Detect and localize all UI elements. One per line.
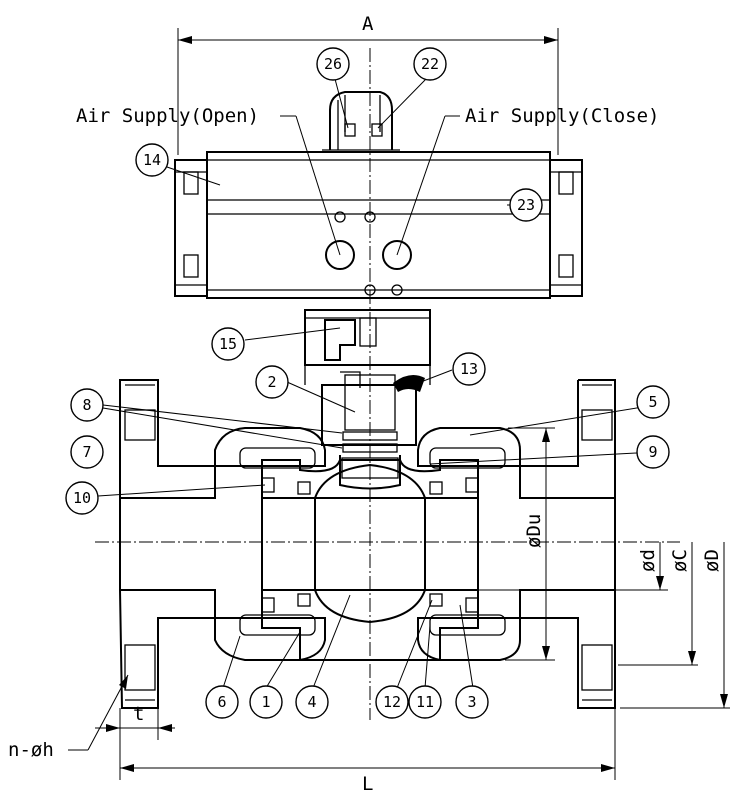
svg-text:2: 2 bbox=[267, 373, 276, 391]
svg-text:13: 13 bbox=[460, 360, 478, 378]
svg-text:23: 23 bbox=[517, 196, 535, 214]
svg-text:11: 11 bbox=[416, 693, 434, 711]
actuator-body bbox=[174, 151, 583, 299]
svg-text:4: 4 bbox=[307, 693, 316, 711]
body-clamps bbox=[214, 427, 521, 661]
svg-text:15: 15 bbox=[219, 335, 237, 353]
svg-text:6: 6 bbox=[217, 693, 226, 711]
position-indicator bbox=[322, 91, 400, 151]
svg-text:26: 26 bbox=[324, 55, 342, 73]
callout-4: 4 bbox=[295, 685, 329, 719]
label-air-supply-open: Air Supply(Open) bbox=[76, 105, 259, 127]
callout-14: 14 bbox=[135, 143, 169, 177]
svg-text:10: 10 bbox=[73, 489, 91, 507]
callout-11: 11 bbox=[408, 685, 442, 719]
dimension-lines bbox=[68, 28, 730, 780]
svg-text:1: 1 bbox=[261, 693, 270, 711]
svg-text:7: 7 bbox=[82, 443, 91, 461]
dim-A: A bbox=[362, 13, 374, 35]
svg-text:12: 12 bbox=[383, 693, 401, 711]
dim-L: L bbox=[362, 773, 373, 795]
svg-text:3: 3 bbox=[467, 693, 476, 711]
callout-12: 12 bbox=[375, 685, 409, 719]
callout-3: 3 bbox=[455, 685, 489, 719]
label-air-supply-close: Air Supply(Close) bbox=[465, 105, 659, 127]
dim-D: øD bbox=[701, 549, 723, 572]
callout-26: 26 bbox=[316, 47, 350, 81]
callout-10: 10 bbox=[65, 481, 99, 515]
callout-22: 22 bbox=[413, 47, 447, 81]
svg-text:5: 5 bbox=[648, 393, 657, 411]
dim-t: t bbox=[133, 703, 144, 725]
air-supply-leaders bbox=[280, 115, 460, 256]
svg-text:22: 22 bbox=[421, 55, 439, 73]
callout-7: 7 bbox=[70, 435, 104, 469]
left-flange bbox=[118, 379, 216, 709]
mounting-bracket bbox=[304, 309, 431, 385]
callout-leaders bbox=[97, 78, 656, 689]
svg-text:9: 9 bbox=[648, 443, 657, 461]
callout-9: 9 bbox=[636, 435, 670, 469]
callout-2: 2 bbox=[255, 365, 289, 399]
dim-Du: øDu bbox=[523, 514, 545, 548]
center-body bbox=[261, 459, 479, 661]
svg-text:8: 8 bbox=[82, 396, 91, 414]
callout-13: 13 bbox=[452, 352, 486, 386]
callout-8: 8 bbox=[70, 388, 104, 422]
dim-C: øC bbox=[669, 549, 691, 572]
callout-15: 15 bbox=[211, 327, 245, 361]
dim-n-oh: n-øh bbox=[8, 739, 54, 761]
stem-neck bbox=[321, 371, 425, 490]
svg-text:14: 14 bbox=[143, 151, 161, 169]
callout-6: 6 bbox=[205, 685, 239, 719]
callout-23: 23 bbox=[509, 188, 543, 222]
callout-5: 5 bbox=[636, 385, 670, 419]
dim-d: ød bbox=[637, 549, 659, 572]
callout-1: 1 bbox=[249, 685, 283, 719]
